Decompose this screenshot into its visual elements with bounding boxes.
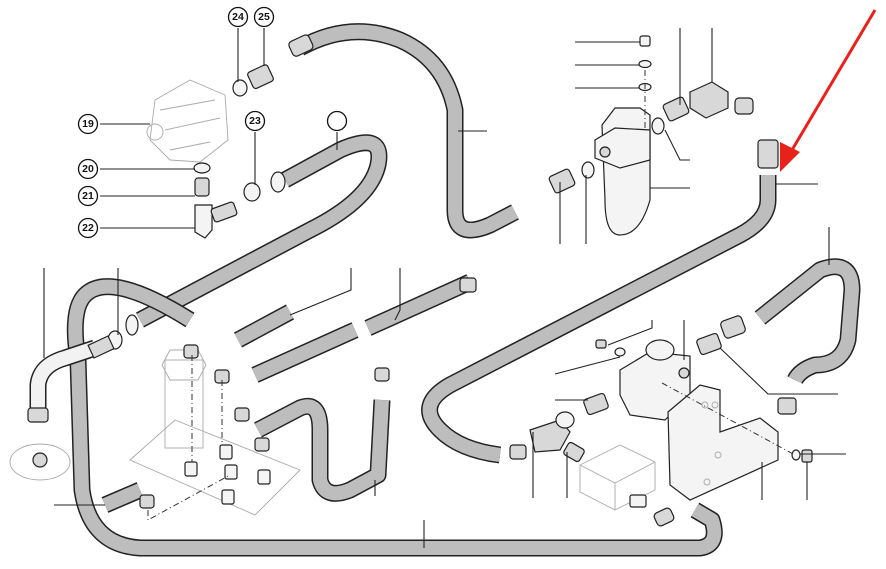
callout-23-top[interactable]: 23 — [244, 110, 266, 132]
callout-20[interactable]: 20 — [77, 158, 99, 180]
manifold-ghost — [579, 444, 656, 511]
callout-31[interactable]: 25 — [253, 6, 275, 28]
svg-text:20: 20 — [82, 163, 94, 175]
callouts: 24 25 19 20 21 22 23 2424242424242424242… — [77, 6, 348, 239]
callout-22-top[interactable]: 22 — [77, 217, 99, 239]
hose-25 — [101, 482, 144, 513]
hose-7 — [754, 258, 861, 385]
svg-text:25: 25 — [258, 11, 270, 23]
reservoir-ghost — [129, 349, 301, 516]
leader-lines — [43, 28, 846, 548]
pipe-22 — [27, 339, 98, 423]
svg-text:23: 23 — [249, 115, 261, 127]
callout-24[interactable]: 2424242424242424242424242424242424242424… — [326, 110, 348, 132]
svg-text:24: 24 — [232, 11, 244, 23]
svg-text:22: 22 — [82, 222, 94, 234]
callout-19[interactable]: 19 — [77, 113, 99, 135]
hose-18 — [295, 23, 519, 239]
highlight-arrow — [780, 9, 877, 172]
alignment-lines — [147, 70, 796, 521]
hose-29 — [254, 397, 391, 502]
callout-21[interactable]: 21 — [77, 185, 99, 207]
hose-28 — [233, 304, 295, 348]
svg-text:21: 21 — [82, 190, 94, 202]
pump-ghost — [146, 79, 229, 163]
fittings — [87, 34, 813, 527]
hose-10 — [421, 175, 777, 464]
callout-30[interactable]: 24 — [227, 6, 249, 28]
hose-27 — [251, 274, 474, 383]
hose-24 — [136, 134, 388, 328]
svg-text:19: 19 — [82, 118, 94, 130]
hose-26 — [66, 278, 723, 557]
flange-ghost — [9, 443, 71, 481]
